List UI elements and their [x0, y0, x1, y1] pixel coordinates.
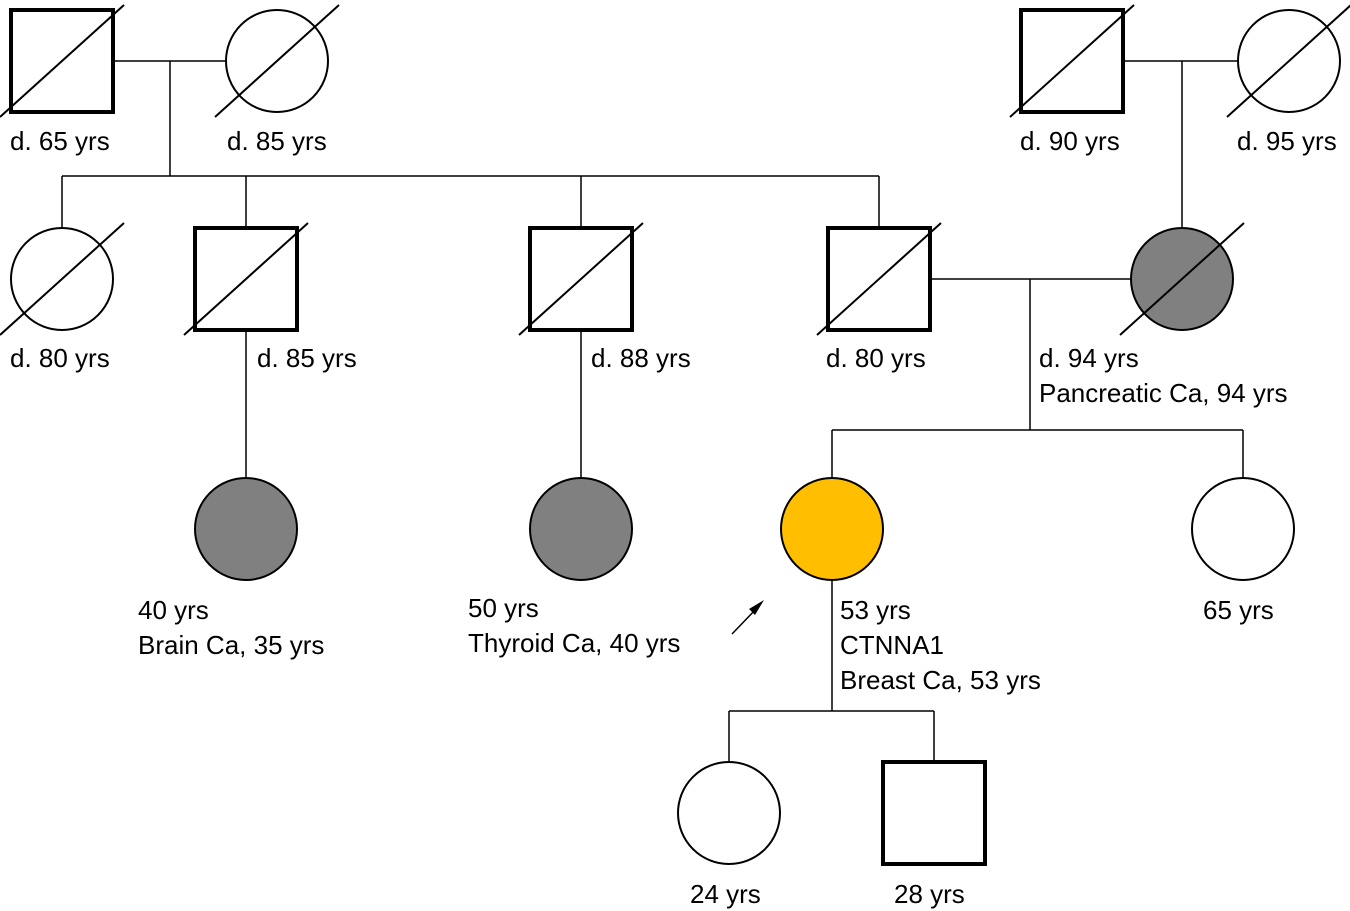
son-label-0: 28 yrs — [894, 879, 965, 909]
daughter-circle-symbol — [677, 761, 781, 865]
relationship-lines — [61, 60, 1244, 763]
proband-label-2: Breast Ca, 53 yrs — [840, 665, 1041, 695]
aunt-label-0: d. 80 yrs — [10, 343, 110, 373]
pedigree-labels: d. 65 yrs d. 85 yrs d. 90 yrs d. 95 yrs d. 8… — [10, 126, 1337, 909]
proband-circle-symbol — [780, 477, 884, 581]
mother-label-0: d. 94 yrs — [1039, 343, 1139, 373]
mgf-deceased-slash — [1009, 4, 1135, 118]
proband-arrow-icon — [731, 600, 764, 635]
aunt-deceased-slash — [0, 222, 125, 336]
daughter-label-0: 24 yrs — [690, 879, 761, 909]
father-deceased-slash — [816, 222, 942, 336]
proband-label-0: 53 yrs — [840, 595, 911, 625]
pedigree-symbols — [0, 4, 1350, 866]
pgf-label-0: d. 65 yrs — [10, 126, 110, 156]
son-square-symbol — [881, 760, 987, 866]
cousin1-label-1: Brain Ca, 35 yrs — [138, 630, 324, 660]
mgf-label-0: d. 90 yrs — [1020, 126, 1120, 156]
cousin1-label-0: 40 yrs — [138, 595, 209, 625]
father-label-0: d. 80 yrs — [826, 343, 926, 373]
mgm-deceased-slash — [1226, 4, 1350, 118]
pgf-deceased-slash — [0, 4, 125, 118]
sister-label-0: 65 yrs — [1203, 595, 1274, 625]
cousin1-circle-symbol — [194, 477, 298, 581]
mother-label-1: Pancreatic Ca, 94 yrs — [1039, 378, 1288, 408]
uncle1-square-symbol — [193, 226, 299, 332]
uncle1-deceased-slash — [183, 222, 309, 336]
cousin2-label-1: Thyroid Ca, 40 yrs — [468, 628, 680, 658]
cousin2-circle-symbol — [529, 477, 633, 581]
uncle2-deceased-slash — [518, 222, 644, 336]
uncle1-label-0: d. 85 yrs — [257, 343, 357, 373]
mother-deceased-slash — [1119, 222, 1245, 336]
uncle2-label-0: d. 88 yrs — [591, 343, 691, 373]
proband-label-1: CTNNA1 — [840, 630, 944, 660]
mgm-label-0: d. 95 yrs — [1237, 126, 1337, 156]
sister-circle-symbol — [1191, 477, 1295, 581]
pgm-label-0: d. 85 yrs — [227, 126, 327, 156]
pgm-deceased-slash — [214, 4, 340, 118]
cousin2-label-0: 50 yrs — [468, 593, 539, 623]
